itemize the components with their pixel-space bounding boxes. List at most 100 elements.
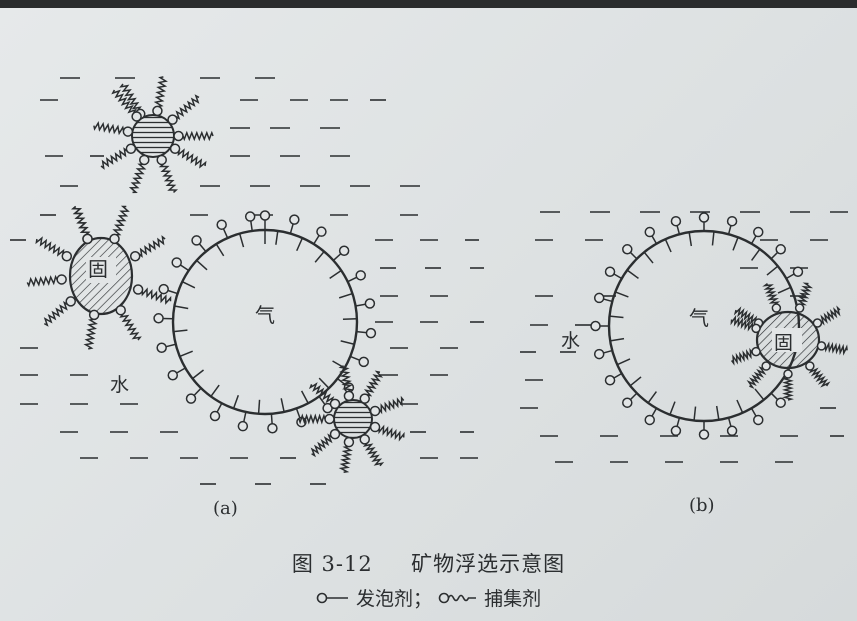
frother-head <box>753 226 764 238</box>
collector-tail <box>119 83 142 111</box>
frother-head <box>156 342 167 354</box>
frother-stick <box>198 243 207 253</box>
frother-tail <box>609 315 624 319</box>
collector-head <box>771 303 782 313</box>
frother-stick <box>727 225 732 235</box>
frother-stick <box>176 367 186 374</box>
collector-tail <box>796 282 814 306</box>
frother-tail <box>318 377 330 389</box>
frother-tail <box>736 399 744 414</box>
collector-tail <box>308 382 335 404</box>
collector-head <box>369 421 381 433</box>
collector-head <box>61 251 73 262</box>
mineral-particle-left-a <box>26 205 172 350</box>
label-backdrop <box>772 328 802 352</box>
collector-tail <box>100 147 128 170</box>
collector-head <box>324 413 335 425</box>
frother-head <box>593 348 605 360</box>
collector-head <box>359 434 370 445</box>
panel-a: 气 固 水 (a) <box>26 76 405 519</box>
frother-tail <box>215 243 225 257</box>
top-edge-bar <box>0 0 857 8</box>
frother-tail <box>238 233 245 248</box>
collector-head <box>169 143 181 154</box>
frother-head <box>753 414 764 426</box>
collector-tail <box>141 287 172 305</box>
solid-label-b: 固 <box>774 332 793 354</box>
frother-stick <box>313 235 320 245</box>
frother-stick <box>243 411 247 422</box>
frother-head <box>244 211 256 222</box>
collector-head <box>343 390 355 402</box>
collector-tail <box>730 347 753 366</box>
frother-stick <box>356 330 367 334</box>
frother-head <box>191 235 202 246</box>
frother-tail <box>300 390 309 404</box>
frother-stick <box>289 223 294 234</box>
frother-stick <box>167 289 178 295</box>
frother-head <box>670 215 682 227</box>
frother-head <box>167 370 179 381</box>
frother-tail <box>340 340 355 345</box>
frother-stick <box>750 235 757 245</box>
collector-head <box>152 105 163 117</box>
collector-head <box>173 130 184 142</box>
frother-head <box>726 215 738 227</box>
collector-head <box>751 323 761 334</box>
collector-tail <box>26 274 58 288</box>
gas-label-a: 气 <box>255 303 275 327</box>
frother-stick <box>250 220 253 231</box>
collector-head <box>816 341 827 351</box>
frother-tail <box>693 406 697 421</box>
frother-stick <box>216 402 223 413</box>
frother-head <box>698 429 710 440</box>
frother-head <box>775 397 786 408</box>
figure-number: 图 3-12 <box>291 552 373 576</box>
frother-head <box>593 292 605 304</box>
frother-head <box>698 212 710 223</box>
collector-head <box>56 274 67 285</box>
frother-head <box>267 422 278 434</box>
circle-stick-icon <box>316 592 348 603</box>
collector-tail <box>119 313 142 341</box>
collector-head <box>329 398 341 410</box>
frother-tail <box>688 232 693 247</box>
collector-tail <box>158 163 179 193</box>
frother-label: 发泡剂； <box>355 588 432 610</box>
frother-tail <box>766 265 779 276</box>
frother-head <box>365 327 377 339</box>
collector-tail <box>338 365 354 393</box>
gas-bubble-b <box>590 212 804 440</box>
frother-stick <box>750 407 757 417</box>
collector-tail <box>153 76 168 108</box>
frother-tail <box>711 231 715 246</box>
collector-head <box>329 428 341 440</box>
frother-head <box>644 414 655 426</box>
collector-head <box>794 303 805 313</box>
circle-wavy-tail-icon <box>438 592 477 603</box>
mineral-particle-top-a <box>93 76 214 194</box>
collector-tail <box>363 370 384 397</box>
frother-tail <box>314 251 325 263</box>
frother-stick <box>347 276 358 283</box>
collector-tail <box>83 318 98 350</box>
collector-tail <box>733 306 758 325</box>
frother-head <box>726 425 738 437</box>
collector-head <box>65 296 76 307</box>
frother-tail <box>732 237 739 251</box>
frother-tail <box>615 291 629 298</box>
frother-stick <box>222 228 229 239</box>
label-backdrop <box>86 257 116 283</box>
collector-head <box>129 251 141 262</box>
frother-tail <box>751 248 761 261</box>
frother-head <box>604 266 616 277</box>
collector-head <box>115 304 126 316</box>
frother-head <box>622 244 633 255</box>
collector-head <box>132 284 144 295</box>
collector-tail <box>182 130 214 142</box>
frother-head <box>338 245 350 256</box>
panel-b: 气 固 水 (b) <box>561 212 848 516</box>
collector-tail <box>808 367 831 388</box>
frother-tail <box>715 405 720 420</box>
frother-tail <box>643 251 654 264</box>
